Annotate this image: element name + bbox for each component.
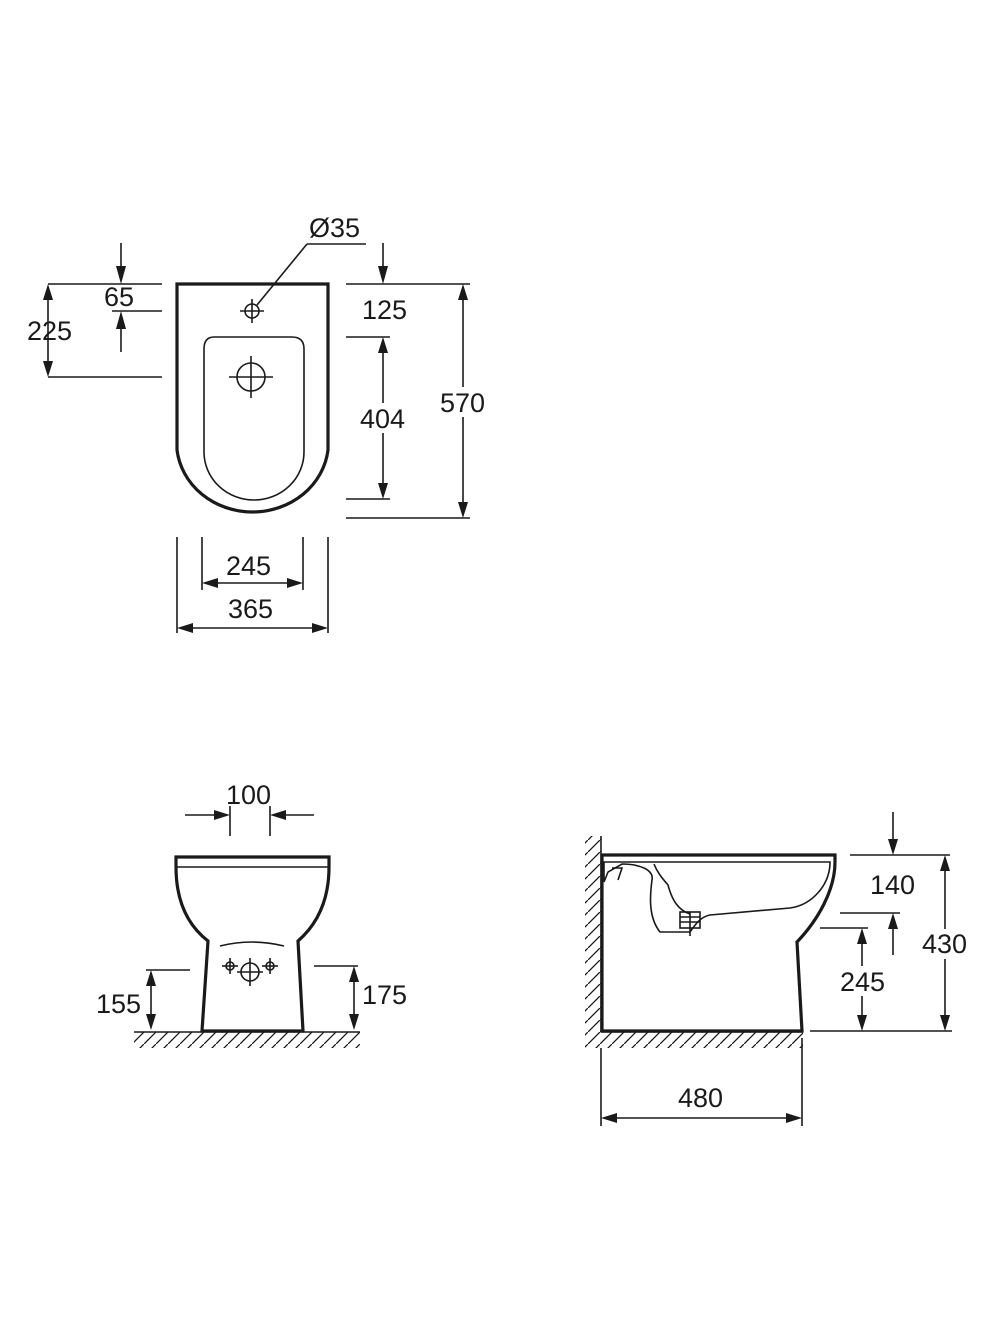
side-view: 140 245 430 480 <box>585 812 972 1126</box>
drain-icon <box>229 356 273 398</box>
dim-hole-diameter: Ø35 <box>309 213 360 243</box>
dim-left-fixing-height: 155 <box>96 989 141 1019</box>
side-view-bowl <box>603 861 831 933</box>
dim-rim-depth: 140 <box>870 870 915 900</box>
tap-hole-icon <box>240 299 264 323</box>
fixing-hole-icon <box>222 958 238 974</box>
dim-rim-to-bowl: 125 <box>362 295 407 325</box>
side-view-outline <box>600 853 837 1033</box>
front-view: 100 155 175 <box>96 780 407 1048</box>
outlet-icon <box>237 958 263 986</box>
dim-outlet-spacing: 100 <box>226 780 271 810</box>
top-view-bowl <box>203 336 305 501</box>
dim-tap-hole-offset: 65 <box>104 282 134 312</box>
dim-right-fixing-height: 175 <box>362 980 407 1010</box>
dim-outlet-height: 245 <box>840 967 885 997</box>
dim-overall-width: 365 <box>228 594 273 624</box>
dim-overall-length: 570 <box>440 388 485 418</box>
top-view: Ø35 65 225 125 404 570 <box>27 213 491 633</box>
dim-bowl-length: 404 <box>360 404 405 434</box>
fixing-hole-icon <box>262 958 278 974</box>
front-view-outline <box>174 855 331 1033</box>
dim-overall-height: 430 <box>922 929 967 959</box>
dim-projection: 480 <box>678 1083 723 1113</box>
drain-icon <box>679 911 701 936</box>
top-view-outline <box>175 282 330 514</box>
dim-bowl-width: 245 <box>226 551 271 581</box>
dim-bowl-center-offset: 225 <box>27 316 72 346</box>
